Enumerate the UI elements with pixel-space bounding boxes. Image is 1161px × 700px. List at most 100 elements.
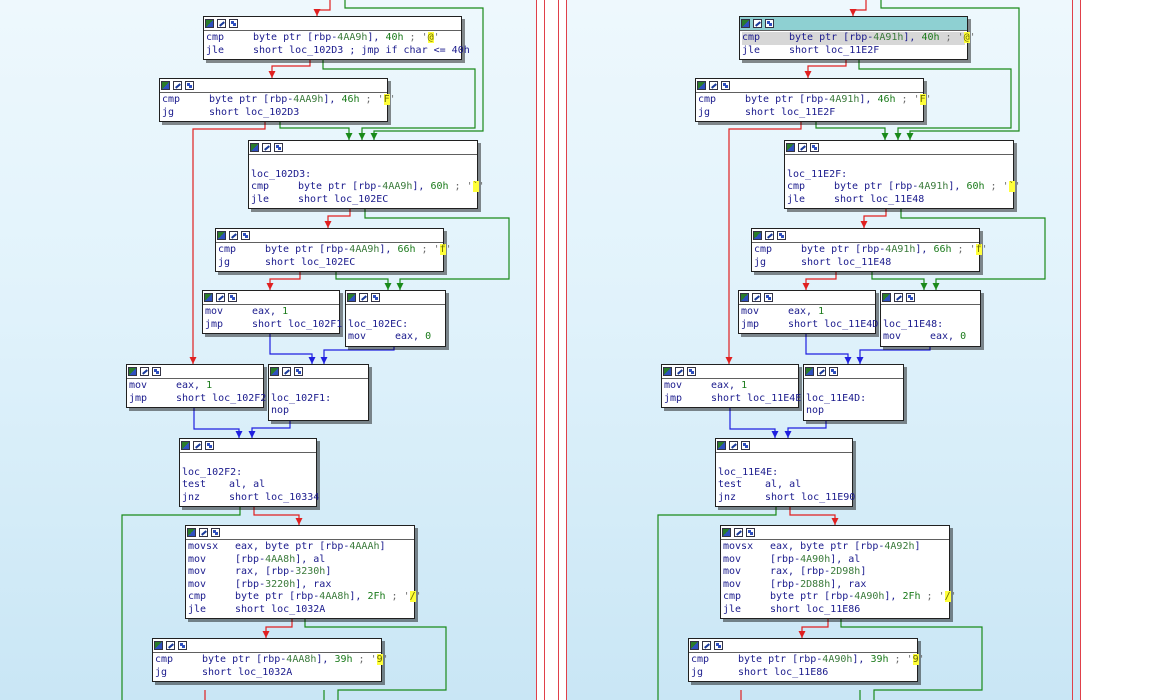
color-icon[interactable] [722,528,731,537]
true-branch-edge[interactable] [192,121,266,364]
color-icon[interactable] [347,293,356,302]
block-header[interactable] [881,291,980,305]
graph-icon[interactable] [746,528,755,537]
false-branch-edge[interactable] [322,59,476,140]
color-icon[interactable] [717,441,726,450]
instruction-line[interactable]: mov[rbp-4AA8h], al [188,554,412,567]
edit-icon[interactable] [753,19,762,28]
false-branch-edge[interactable] [657,507,777,700]
block-header[interactable] [249,141,477,155]
block-header[interactable] [269,365,368,379]
color-icon[interactable] [740,293,749,302]
block-label[interactable]: loc_102EC: [348,319,443,332]
edit-icon[interactable] [166,641,175,650]
edit-icon[interactable] [282,367,291,376]
jump-edge[interactable] [323,346,395,364]
color-icon[interactable] [250,143,259,152]
edit-icon[interactable] [734,528,743,537]
edit-icon[interactable] [817,367,826,376]
block-header[interactable] [752,229,979,243]
graph-icon[interactable] [810,143,819,152]
instruction-line[interactable]: mov[rbp-2D88h], rax [723,579,947,592]
block-label[interactable]: loc_102F2: [182,467,314,480]
false-branch-edge[interactable] [871,271,925,290]
block-label[interactable]: loc_11E48: [883,319,978,332]
true-branch-edge[interactable] [728,121,802,364]
instruction-line[interactable]: nop [271,405,366,418]
true-branch-edge[interactable] [327,208,351,228]
false-branch-edge[interactable] [304,619,447,700]
graph-icon[interactable] [765,19,774,28]
color-icon[interactable] [663,367,672,376]
graph-icon[interactable] [185,81,194,90]
false-branch-edge[interactable] [344,0,484,140]
color-icon[interactable] [204,293,213,302]
color-icon[interactable] [786,143,795,152]
graph-icon[interactable] [906,293,915,302]
block-header[interactable] [180,439,316,453]
edit-icon[interactable] [229,231,238,240]
graph-icon[interactable] [294,367,303,376]
edit-icon[interactable] [193,441,202,450]
true-branch-edge[interactable] [271,59,311,78]
true-branch-edge[interactable] [316,0,331,16]
graph-icon[interactable] [241,231,250,240]
color-icon[interactable] [217,231,226,240]
block-label[interactable]: loc_102F1: [271,393,366,406]
jump-edge[interactable] [729,407,776,438]
true-branch-edge[interactable] [269,271,301,290]
instruction-line[interactable]: mov[rbp-4A90h], al [723,554,947,567]
block-header[interactable] [689,639,917,653]
false-branch-edge[interactable] [815,121,886,140]
graph-icon[interactable] [152,367,161,376]
true-branch-edge[interactable] [789,507,836,525]
block-header[interactable] [127,365,263,379]
true-branch-edge[interactable] [807,59,847,78]
block-header[interactable] [153,639,381,653]
graph-icon[interactable] [178,641,187,650]
graph-icon[interactable] [829,367,838,376]
edit-icon[interactable] [752,293,761,302]
false-branch-edge[interactable] [279,121,350,140]
true-branch-edge[interactable] [852,0,867,16]
true-branch-edge[interactable] [805,271,837,290]
block-header[interactable] [204,17,461,31]
color-icon[interactable] [270,367,279,376]
graph-icon[interactable] [274,143,283,152]
color-icon[interactable] [690,641,699,650]
color-icon[interactable] [741,19,750,28]
graph-icon[interactable] [687,367,696,376]
graph-icon[interactable] [741,441,750,450]
block-header[interactable] [186,526,414,540]
color-icon[interactable] [181,441,190,450]
edit-icon[interactable] [216,293,225,302]
